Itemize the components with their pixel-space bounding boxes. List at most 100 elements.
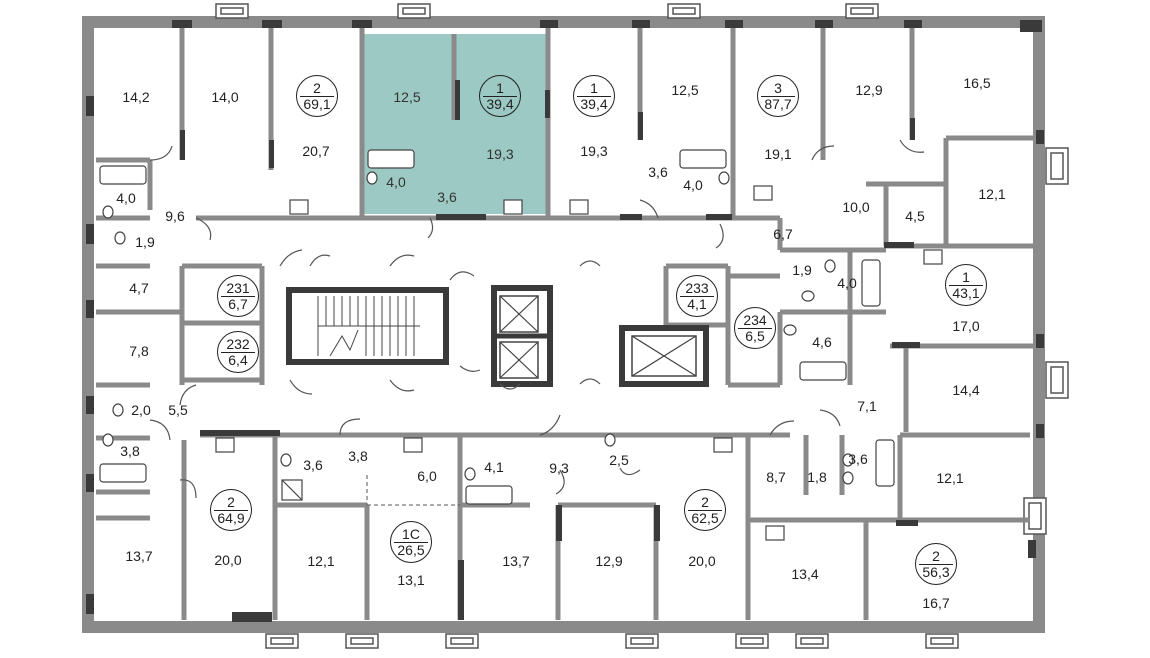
room-area: 14,0 — [211, 89, 239, 105]
room-area: 6,0 — [417, 468, 437, 484]
room-area: 10,0 — [842, 199, 870, 215]
room-area: 20,0 — [214, 552, 242, 568]
room-area: 19,3 — [486, 146, 514, 162]
apartment-rooms: 1 — [962, 269, 970, 285]
room-area: 8,7 — [766, 469, 786, 485]
room-area: 20,0 — [688, 553, 716, 569]
room-area: 12,9 — [855, 82, 883, 98]
elevators — [491, 285, 709, 387]
room-area: 14,4 — [952, 382, 980, 398]
room-area: 1,9 — [135, 234, 155, 250]
room-area: 13,7 — [125, 548, 153, 564]
storage-badge[interactable]: 231 6,7 — [217, 275, 259, 317]
room-area: 3,6 — [437, 189, 457, 205]
badge-divider — [577, 96, 611, 97]
room-area: 2,0 — [131, 402, 151, 418]
badge-divider — [214, 510, 248, 511]
apartment-rooms: 1С — [402, 526, 420, 542]
room-area: 12,5 — [393, 89, 421, 105]
room-area: 3,8 — [348, 448, 368, 464]
storage-area: 6,5 — [745, 328, 765, 344]
room-area: 4,5 — [905, 208, 925, 224]
apartment-badge[interactable]: 3 87,7 — [757, 75, 799, 117]
room-area: 19,3 — [580, 143, 608, 159]
badge-divider — [949, 285, 983, 286]
apartment-area: 39,4 — [580, 96, 608, 112]
apartment-area: 62,5 — [691, 510, 719, 526]
apartment-rooms: 1 — [590, 80, 598, 96]
apartment-badge[interactable]: 2 64,9 — [210, 489, 252, 531]
room-area: 3,6 — [303, 457, 323, 473]
room-area: 4,0 — [386, 174, 406, 190]
room-area: 13,7 — [502, 553, 530, 569]
badge-divider — [221, 296, 255, 297]
apartment-rooms: 2 — [227, 494, 235, 510]
storage-badge[interactable]: 234 6,5 — [734, 307, 776, 349]
badge-divider — [738, 328, 772, 329]
outer-walls — [82, 16, 1045, 633]
apartment-area: 69,1 — [303, 96, 331, 112]
room-area: 5,5 — [168, 402, 188, 418]
room-area: 12,1 — [978, 186, 1006, 202]
room-area: 9,6 — [165, 208, 185, 224]
room-area: 1,9 — [792, 262, 812, 278]
room-area: 4,7 — [129, 280, 149, 296]
apartment-badge[interactable]: 1 39,4 — [573, 75, 615, 117]
storage-badge[interactable]: 232 6,4 — [217, 331, 259, 373]
room-area: 4,1 — [484, 459, 504, 475]
apartment-area: 43,1 — [952, 285, 980, 301]
bathroom-fixtures — [99, 149, 943, 541]
room-area: 4,6 — [812, 334, 832, 350]
apartment-rooms: 2 — [701, 494, 709, 510]
room-area: 13,1 — [397, 572, 425, 588]
room-area: 13,4 — [791, 566, 819, 582]
badge-divider — [394, 542, 428, 543]
storage-number: 233 — [685, 280, 709, 296]
storage-number: 234 — [743, 312, 767, 328]
room-area: 17,0 — [952, 318, 980, 334]
room-area: 12,1 — [936, 470, 964, 486]
room-area: 16,5 — [963, 75, 991, 91]
room-area: 4,0 — [683, 177, 703, 193]
apartment-rooms: 2 — [932, 548, 940, 564]
room-area: 16,7 — [922, 595, 950, 611]
storage-number: 232 — [226, 336, 250, 352]
apartment-badge[interactable]: 2 56,3 — [915, 543, 957, 585]
storage-area: 6,4 — [228, 352, 248, 368]
badge-divider — [688, 510, 722, 511]
apartment-badge[interactable]: 1 43,1 — [945, 264, 987, 306]
apartment-area: 26,5 — [397, 542, 425, 558]
apartment-area: 56,3 — [922, 564, 950, 580]
room-area: 12,9 — [595, 553, 623, 569]
apartment-badge-selected[interactable]: 1 39,4 — [479, 75, 521, 117]
apartment-area: 39,4 — [486, 96, 514, 112]
room-area: 12,1 — [307, 553, 335, 569]
windows — [215, 3, 1069, 649]
room-area: 1,8 — [807, 469, 827, 485]
badge-divider — [761, 96, 795, 97]
room-area: 3,6 — [648, 164, 668, 180]
badge-divider — [300, 96, 334, 97]
apartment-area: 87,7 — [764, 96, 792, 112]
interior-walls — [96, 28, 1034, 620]
room-area: 14,2 — [122, 89, 150, 105]
room-area: 6,7 — [773, 226, 793, 242]
room-area: 4,0 — [116, 190, 136, 206]
storage-badge[interactable]: 233 4,1 — [676, 275, 718, 317]
room-area: 4,0 — [837, 275, 857, 291]
apartment-badge[interactable]: 1С 26,5 — [390, 521, 432, 563]
apartment-rooms: 2 — [313, 80, 321, 96]
room-area: 3,6 — [848, 451, 868, 467]
room-area: 2,5 — [609, 452, 629, 468]
badge-divider — [483, 96, 517, 97]
room-area: 9,3 — [549, 460, 569, 476]
badge-divider — [680, 296, 714, 297]
apartment-badge[interactable]: 2 62,5 — [684, 489, 726, 531]
apartment-rooms: 1 — [496, 80, 504, 96]
apartment-area: 64,9 — [217, 510, 245, 526]
apartment-badge[interactable]: 2 69,1 — [296, 75, 338, 117]
storage-number: 231 — [226, 280, 250, 296]
badge-divider — [221, 352, 255, 353]
